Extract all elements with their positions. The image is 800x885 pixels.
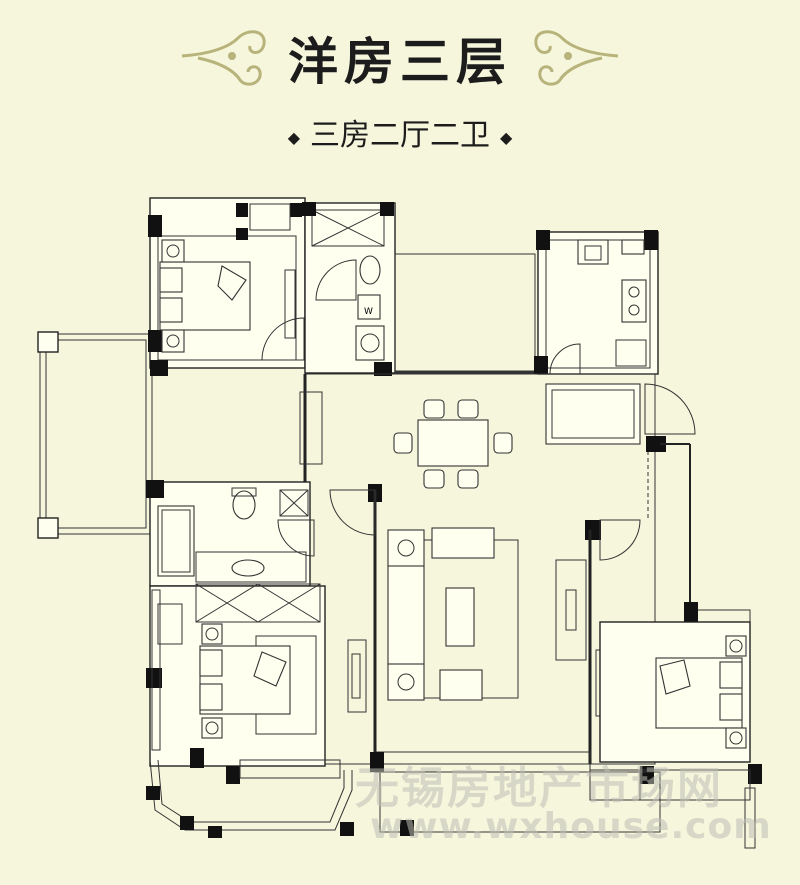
- toilet-icon: [359, 255, 381, 285]
- subtitle-row: ◆ 三房二厅二卫 ◆: [0, 110, 800, 154]
- stove-icon: [621, 279, 647, 323]
- sink-icon: [231, 559, 265, 577]
- table-icon: [417, 419, 489, 467]
- light-well: [394, 253, 536, 374]
- washer-icon: [357, 294, 381, 320]
- chair-icon: [393, 432, 413, 454]
- sofa-icon: [387, 564, 425, 666]
- chair-icon: [493, 432, 513, 454]
- sink-icon: [355, 325, 385, 361]
- washer-label: W: [364, 307, 373, 317]
- bedroom-bottom-left: [146, 583, 341, 784]
- chair-icon: [457, 469, 479, 489]
- kitchen: [534, 230, 659, 375]
- bathroom-bottom: [146, 480, 315, 587]
- page-title: 洋房三层: [288, 32, 512, 91]
- bathtub-icon: [157, 505, 195, 577]
- toilet-icon: [232, 490, 256, 520]
- tv-cabinet-icon: [347, 639, 367, 713]
- armchair-icon: [439, 669, 483, 701]
- chair-icon: [423, 469, 445, 489]
- sofa-icon: [431, 527, 495, 559]
- coffee-table-icon: [445, 587, 475, 647]
- cabinet-icon: [545, 383, 641, 445]
- bay-window: [146, 759, 354, 838]
- bathroom-top: W: [302, 202, 396, 376]
- south-balcony: [370, 751, 756, 849]
- chair-icon: [423, 399, 445, 419]
- dining-table: [393, 399, 513, 489]
- bedroom-right: [589, 602, 762, 801]
- watermark-site-name: 无锡房地产市场网: [355, 763, 723, 814]
- left-ornament: [181, 30, 266, 86]
- bedroom-top-left: [148, 197, 306, 376]
- left-balcony: [37, 331, 153, 539]
- bullet-left: ◆: [287, 127, 300, 147]
- right-ornament: [534, 30, 619, 86]
- watermark-url: www.wxhouse.com: [370, 806, 772, 847]
- subtitle: 三房二厅二卫: [310, 118, 490, 153]
- bullet-right: ◆: [500, 127, 513, 147]
- chair-icon: [457, 399, 479, 419]
